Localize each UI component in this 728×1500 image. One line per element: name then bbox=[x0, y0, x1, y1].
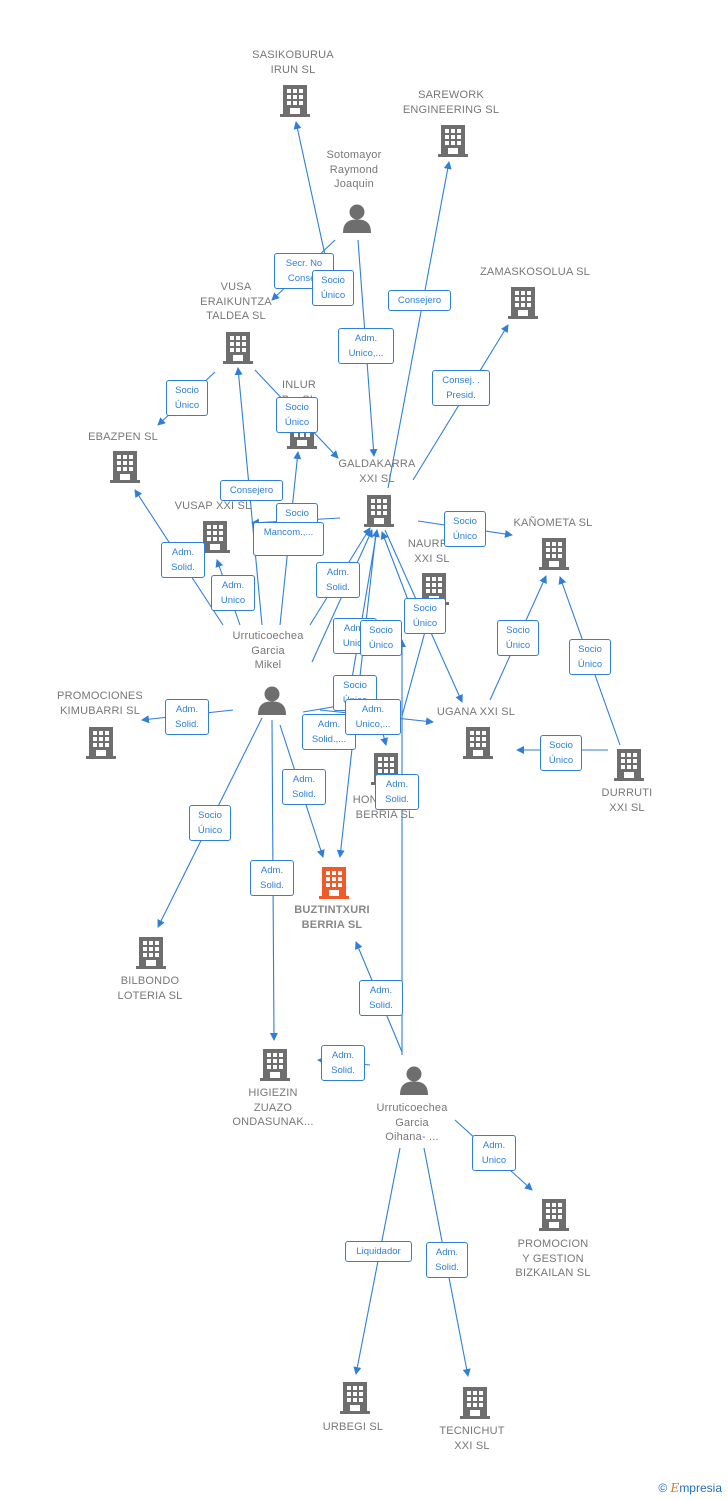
relation-label-e28[interactable]: Adm. Solid. bbox=[250, 860, 294, 896]
relation-label-e23[interactable]: Adm. Unico,... bbox=[345, 699, 401, 735]
edge-line-3 bbox=[387, 161, 452, 489]
building-icon-buztintxuri[interactable] bbox=[319, 867, 349, 899]
building-icon-vusa[interactable] bbox=[223, 332, 253, 364]
brand-name: mpresia bbox=[679, 1481, 722, 1495]
node-label-ugana[interactable]: UGANA XXI SL bbox=[436, 706, 516, 718]
node-label-naurru[interactable]: NAURRU XXI SL bbox=[407, 538, 457, 565]
node-label-sotomayor[interactable]: Sotomayor Raymond Joaquin bbox=[326, 149, 382, 190]
node-label-urbegi[interactable]: URBEGI SL bbox=[322, 1421, 384, 1433]
building-icon-urbegi[interactable] bbox=[340, 1382, 370, 1414]
person-icon-oihana[interactable] bbox=[400, 1066, 428, 1096]
person-icon-mikel[interactable] bbox=[258, 686, 286, 716]
relation-label-e18[interactable]: Socio Único bbox=[404, 598, 446, 634]
relation-label-e19[interactable]: Socio Único bbox=[360, 620, 402, 656]
edge-line-19 bbox=[380, 531, 409, 601]
node-label-bilbondo[interactable]: BILBONDO LOTERIA SL bbox=[117, 975, 183, 1002]
relation-label-e30[interactable]: Adm. Solid. bbox=[321, 1045, 365, 1081]
relation-label-e10[interactable]: Mancom.,... bbox=[253, 522, 324, 556]
relation-label-e2[interactable]: Socio Único bbox=[312, 270, 354, 306]
relation-label-e3[interactable]: Consejero bbox=[388, 290, 451, 311]
building-icon-bilbondo[interactable] bbox=[136, 937, 166, 969]
person-icon-sotomayor[interactable] bbox=[343, 204, 371, 234]
building-icon-sasikoburua[interactable] bbox=[280, 85, 310, 117]
relation-label-e8[interactable]: Consejero bbox=[220, 480, 283, 501]
relation-label-e24[interactable]: Socio Único bbox=[540, 735, 582, 771]
node-label-kanometa[interactable]: KAÑOMETA SL bbox=[513, 517, 593, 529]
node-label-promociones[interactable]: PROMOCIONES KIMUBARRI SL bbox=[57, 690, 143, 717]
node-label-zamaskosolua[interactable]: ZAMASKOSOLUA SL bbox=[480, 266, 590, 278]
relation-label-e13[interactable]: Adm. Solid. bbox=[316, 562, 360, 598]
node-label-vusap[interactable]: VUSAP XXI SL bbox=[174, 500, 252, 512]
node-label-tecnichut[interactable]: TECNICHUT XXI SL bbox=[439, 1425, 505, 1452]
empresia-brand[interactable]: © Empresia bbox=[658, 1481, 722, 1495]
building-icon-promocion_gestion[interactable] bbox=[539, 1199, 569, 1231]
relation-label-e32[interactable]: Liquidador bbox=[345, 1241, 412, 1262]
node-label-galdakarra[interactable]: GALDAKARRA XXI SL bbox=[338, 458, 416, 485]
building-icon-durruti[interactable] bbox=[614, 749, 644, 781]
building-icon-zamaskosolua[interactable] bbox=[508, 287, 538, 319]
relation-label-e29[interactable]: Adm. Solid. bbox=[359, 980, 403, 1016]
node-label-sasikoburua[interactable]: SASIKOBURUA IRUN SL bbox=[252, 49, 334, 76]
node-label-mikel[interactable]: Urruticoechea Garcia Mikel bbox=[232, 630, 304, 671]
relation-label-e5[interactable]: Consej. . Presid. bbox=[432, 370, 490, 406]
relation-label-e7[interactable]: Socio Único bbox=[276, 397, 318, 433]
relation-label-e26[interactable]: Adm. Solid. bbox=[375, 774, 419, 810]
relation-label-e17[interactable]: Socio Único bbox=[569, 639, 611, 675]
edge-line-2 bbox=[293, 121, 326, 256]
building-icon-promociones[interactable] bbox=[86, 727, 116, 759]
relation-label-e14[interactable]: Socio Único bbox=[444, 511, 486, 547]
relation-label-e4[interactable]: Adm. Unico,... bbox=[338, 328, 394, 364]
relation-label-e12[interactable]: Adm. Unico bbox=[211, 575, 255, 611]
building-icon-sarework[interactable] bbox=[438, 125, 468, 157]
node-label-vusa[interactable]: VUSA ERAIKUNTZA TALDEA SL bbox=[200, 281, 272, 322]
node-label-durruti[interactable]: DURRUTI XXI SL bbox=[601, 787, 653, 814]
node-label-sarework[interactable]: SAREWORK ENGINEERING SL bbox=[402, 89, 500, 116]
relation-label-e31[interactable]: Adm. Unico bbox=[472, 1135, 516, 1171]
node-label-higiezin[interactable]: HIGIEZIN ZUAZO ONDASUNAK... bbox=[232, 1087, 314, 1128]
relation-label-e33[interactable]: Adm. Solid. bbox=[426, 1242, 468, 1278]
building-icon-higiezin[interactable] bbox=[260, 1049, 290, 1081]
node-label-promocion_gestion[interactable]: PROMOCION Y GESTION BIZKAILAN SL bbox=[515, 1238, 591, 1279]
relation-label-e16[interactable]: Socio Único bbox=[497, 620, 539, 656]
node-label-oihana[interactable]: Urruticoechea Garcia Oihana- ... bbox=[376, 1102, 448, 1143]
building-icon-ebazpen[interactable] bbox=[110, 451, 140, 483]
building-icon-kanometa[interactable] bbox=[539, 538, 569, 570]
relation-label-e25[interactable]: Adm. Solid. bbox=[282, 769, 326, 805]
building-icon-tecnichut[interactable] bbox=[460, 1387, 490, 1419]
node-label-buztintxuri[interactable]: BUZTINTXURI BERRIA SL bbox=[294, 904, 370, 931]
relation-label-e6[interactable]: Socio Único bbox=[166, 380, 208, 416]
relation-label-e20[interactable]: Adm. Solid. bbox=[165, 699, 209, 735]
node-label-ebazpen[interactable]: EBAZPEN SL bbox=[88, 431, 158, 443]
building-icon-ugana[interactable] bbox=[463, 727, 493, 759]
building-icon-galdakarra[interactable] bbox=[364, 495, 394, 527]
brand-first-letter: E bbox=[670, 1481, 680, 1495]
relation-label-e27[interactable]: Socio Único bbox=[189, 805, 231, 841]
relation-label-e11[interactable]: Adm. Solid. bbox=[161, 542, 205, 578]
copyright-symbol: © bbox=[658, 1481, 668, 1495]
